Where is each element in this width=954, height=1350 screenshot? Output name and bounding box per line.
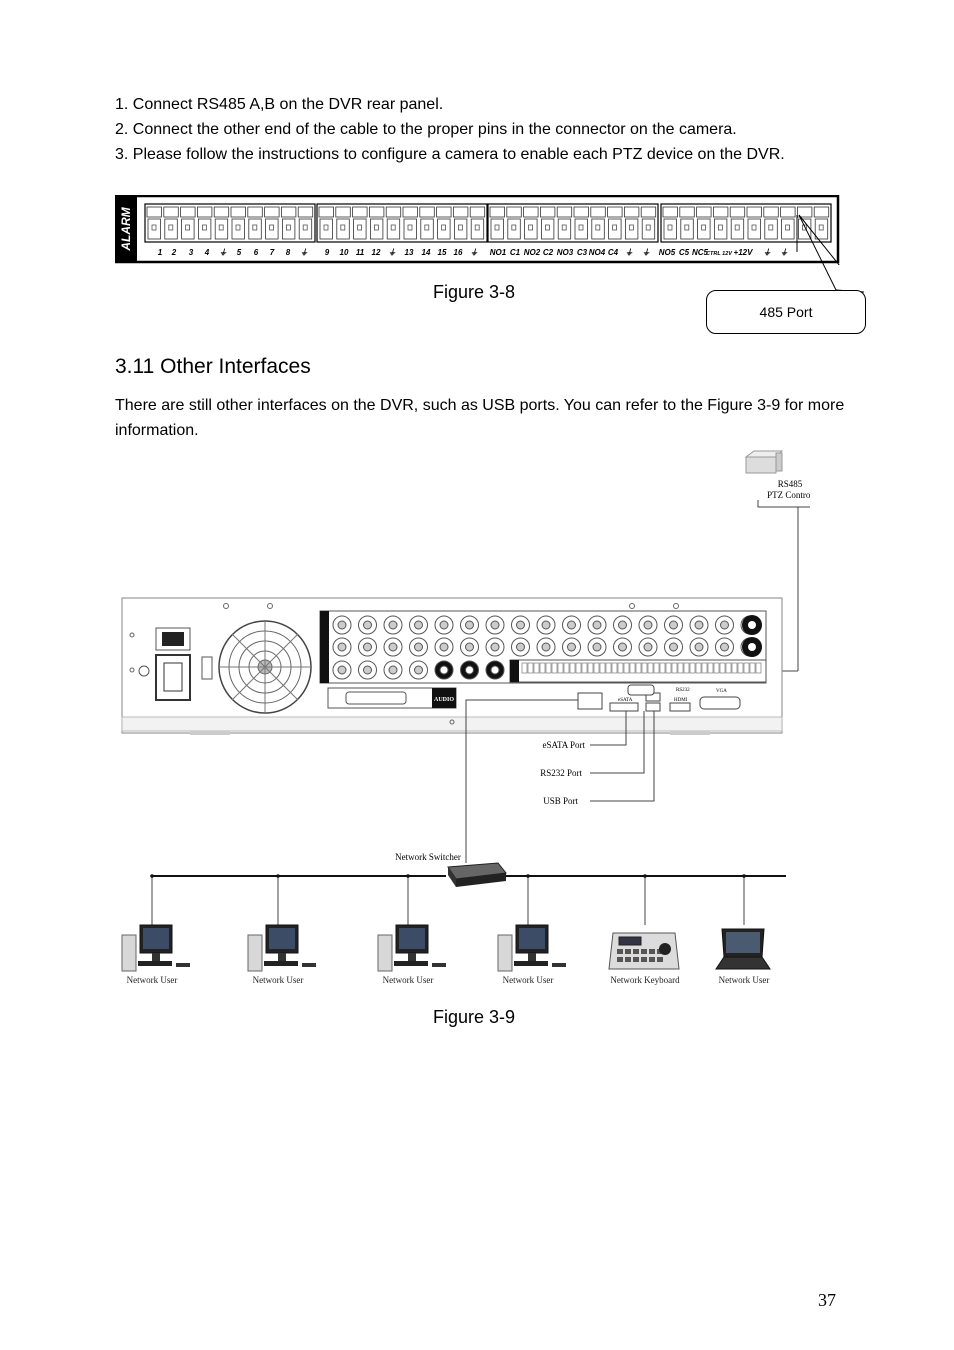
hdmi-panel-label: HDMI	[674, 698, 688, 703]
terminal-label: ⏚	[388, 248, 396, 257]
rs232-panel-label: RS232	[676, 688, 690, 693]
terminal-label: C1	[510, 248, 521, 257]
alarm-panel-label: ALARM	[119, 206, 133, 251]
callout-pointer	[798, 215, 865, 293]
network-switcher-icon	[447, 862, 507, 887]
device-label: Network User	[502, 975, 554, 985]
terminal-label: C3	[577, 248, 588, 257]
laptop-icon	[715, 928, 771, 970]
terminal-label: NC5	[692, 248, 709, 257]
terminal-label: 9	[325, 248, 330, 257]
terminal-label: 12	[372, 248, 381, 257]
terminal-label: 5	[237, 248, 242, 257]
terminal-label: NO2	[524, 248, 541, 257]
network-switcher-label: Network Switcher	[395, 852, 461, 862]
device-label: Network User	[382, 975, 434, 985]
terminal-label: 2	[171, 248, 177, 257]
485-port-callout: 485 Port	[706, 290, 866, 334]
computer-icon	[247, 924, 316, 972]
page-number: 37	[818, 1290, 836, 1310]
terminal-label: C5	[679, 248, 690, 257]
terminal-label: NO4	[589, 248, 606, 257]
vga-panel-label: VGA	[716, 689, 727, 694]
figure-3-9-caption: Figure 3-9	[433, 1007, 516, 1027]
esata-port-label: eSATA Port	[542, 740, 585, 750]
terminal-label: 10	[340, 248, 349, 257]
computer-icon	[121, 924, 190, 972]
device-label: Network User	[718, 975, 770, 985]
section-heading: 3.11 Other Interfaces	[115, 355, 311, 379]
section-title: Other Interfaces	[160, 355, 311, 378]
section-number: 3.11	[115, 355, 155, 378]
terminal-label: 11	[356, 248, 365, 257]
step-3: 3. Please follow the instructions to con…	[115, 146, 785, 163]
terminal-label: 7	[270, 248, 275, 257]
terminal-label: 8	[286, 248, 291, 257]
terminal-label: 1	[158, 248, 163, 257]
device-label: Network User	[126, 975, 178, 985]
speed-dome-box-icon	[744, 450, 784, 474]
device-label: Network Keyboard	[610, 975, 680, 985]
mini-alarm-terminals	[521, 662, 762, 674]
interfaces-drawing: RS485 PTZ Control	[121, 450, 837, 972]
terminal-label: 14	[422, 248, 431, 257]
keyboard-icon	[608, 932, 680, 970]
terminal-label: NO5	[659, 248, 676, 257]
computer-icon	[377, 924, 446, 972]
computer-icon	[497, 924, 566, 972]
rs232-port-label: RS232 Port	[540, 768, 582, 778]
device-label: Network User	[252, 975, 304, 985]
terminal-label: ⏚	[780, 248, 788, 257]
terminal-label: ⏚	[219, 248, 227, 257]
audio-panel-label: AUDIO	[434, 697, 454, 703]
usb-port-label: USB Port	[543, 796, 578, 806]
section-body: There are still other interfaces on the …	[115, 397, 845, 439]
dvr-rear-panel: AUDIO eSATA RS232 HDMI VGA	[121, 597, 783, 735]
rs485-label-2: PTZ Control	[767, 490, 810, 500]
terminal-label: CTRL 12V	[706, 251, 733, 257]
interfaces-figure: RS485 PTZ Control	[110, 445, 837, 995]
step-2: 2. Connect the other end of the cable to…	[115, 121, 737, 138]
terminal-label: ⏚	[470, 248, 478, 257]
terminal-label: 6	[254, 248, 259, 257]
terminal-label: NO3	[557, 248, 574, 257]
terminal-label: 13	[405, 248, 414, 257]
figure-3-8-caption: Figure 3-8	[433, 282, 516, 302]
esata-panel-label: eSATA	[618, 698, 633, 703]
terminal-blocks	[144, 203, 832, 243]
terminal-label: NO1	[490, 248, 507, 257]
terminal-label: C2	[543, 248, 554, 257]
terminal-label: C4	[608, 248, 619, 257]
terminal-label: 15	[438, 248, 447, 257]
terminal-label: 16	[454, 248, 463, 257]
bnc-connectors	[332, 615, 762, 680]
terminal-label: ⏚	[300, 248, 308, 257]
terminal-label: +12V	[734, 248, 754, 257]
terminal-label: 4	[204, 248, 210, 257]
terminal-label: 3	[189, 248, 194, 257]
terminal-label: ⏚	[625, 248, 633, 257]
rs485-label-1: RS485	[778, 479, 803, 489]
terminal-label: ⏚	[763, 248, 771, 257]
step-1: 1. Connect RS485 A,B on the DVR rear pan…	[115, 96, 444, 113]
network-devices	[121, 874, 771, 972]
terminal-label: ⏚	[642, 248, 650, 257]
